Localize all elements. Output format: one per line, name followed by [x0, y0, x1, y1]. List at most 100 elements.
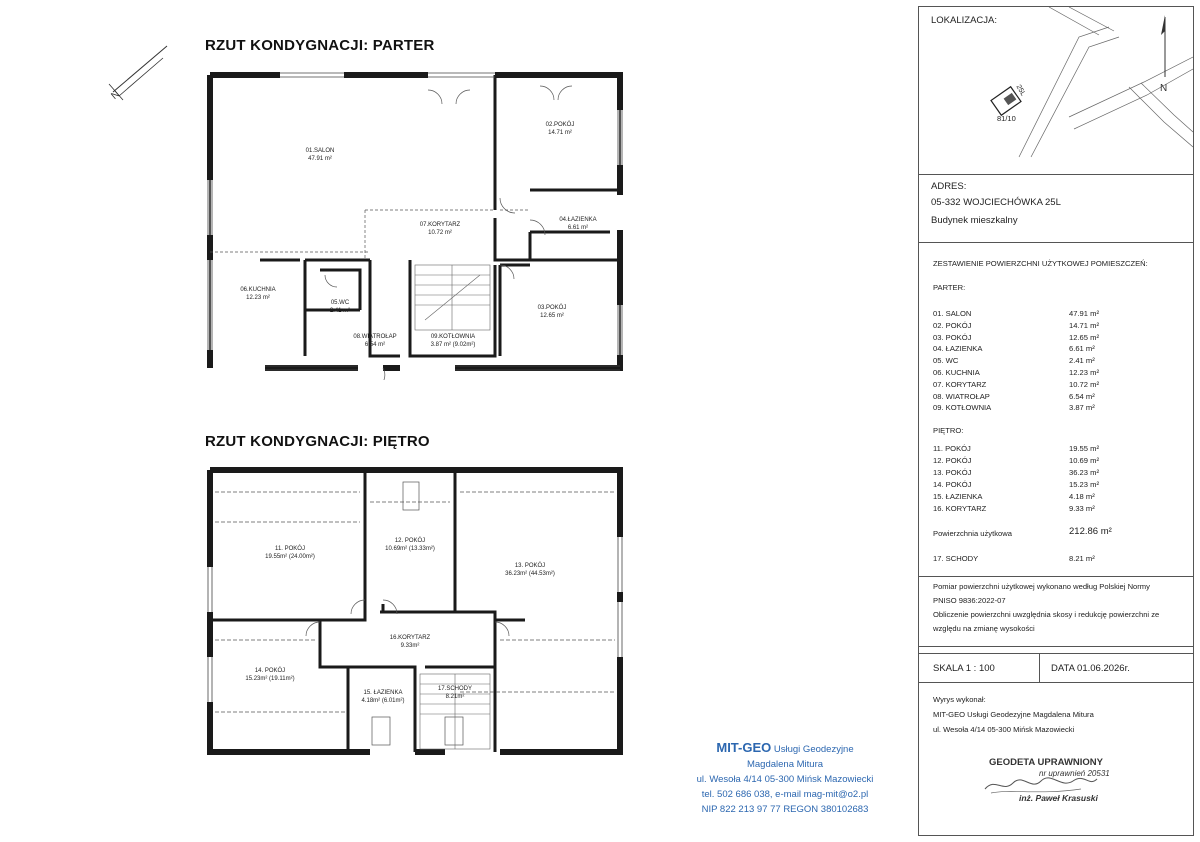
north-label: N — [109, 89, 122, 102]
summary-row-area: 4.18 m² — [1069, 492, 1095, 501]
room-area: 6.61 m² — [568, 225, 588, 231]
summary-row-area: 12.23 m² — [1069, 368, 1099, 377]
room-label: 13. POKÓJ — [515, 562, 545, 569]
summary-row-area: 15.23 m² — [1069, 480, 1099, 489]
company-contact: tel. 502 686 038, e-mail mag-mit@o2.pl — [701, 789, 869, 800]
stamp-name: inż. Paweł Krasuski — [1019, 793, 1098, 803]
summary-row-area: 3.87 m² — [1069, 403, 1095, 413]
summary-row-area: 12.65 m² — [1069, 332, 1099, 342]
summary-stairs-area: 8.21 m² — [1069, 554, 1095, 563]
summary-row-name: 01. SALON — [933, 309, 972, 318]
address-label: ADRES: — [931, 181, 967, 192]
company-brand-rest: Usługi Geodezyjne — [771, 744, 854, 755]
summary-row-area: 2.41 m² — [1069, 356, 1095, 366]
room-label: 16.KORYTARZ — [390, 635, 431, 641]
room-area: 15.23m² (19.11m²) — [245, 676, 294, 682]
summary-title: ZESTAWIENIE POWIERZCHNI UŻYTKOWEJ POMIES… — [933, 259, 1148, 268]
title-parter: RZUT KONDYGNACJI: PARTER — [205, 37, 435, 54]
room-label: 02.POKÓJ — [546, 121, 575, 128]
company-brand: MIT-GEO — [716, 740, 772, 755]
map-north-label: N — [1160, 83, 1167, 94]
room-area: 3.87 m² (9.02m²) — [431, 342, 476, 348]
note-line: PNISO 9836:2022-07 — [933, 596, 1006, 605]
summary-row-name: 09. KOTŁOWNIA — [933, 403, 992, 413]
summary-row-area: 36.23 m² — [1069, 468, 1099, 477]
room-area: 9.33m² — [401, 643, 420, 649]
summary-row-name: 12. POKÓJ — [933, 456, 972, 465]
room-area: 4.18m² (6.01m²) — [361, 698, 404, 704]
scale-text: SKALA 1 : 100 — [933, 663, 995, 674]
house-number: 25L — [1015, 84, 1027, 98]
room-label: 05.WC — [331, 300, 350, 306]
notes-section: Pomiar powierzchni użytkowej wykonano we… — [919, 577, 1193, 647]
room-label: 07.KORYTARZ — [420, 222, 461, 228]
room-label: 12. POKÓJ — [395, 537, 425, 544]
floor-plan-parter: 01.SALON 47.91 m² 02.POKÓJ 14.71 m² 03.P… — [207, 72, 623, 380]
title-block-panel: LOKALIZACJA: 81/10 25L N — [918, 6, 1194, 836]
stamp-title: GEODETA UPRAWNIONY — [989, 757, 1104, 768]
note-line: Pomiar powierzchni użytkowej wykonano we… — [933, 582, 1150, 591]
building-type: Budynek mieszkalny — [931, 215, 1018, 226]
company-ids: NIP 822 213 97 77 REGON 380102683 — [701, 804, 869, 815]
north-arrow-icon: N — [108, 45, 168, 102]
room-area: 47.91 m² — [308, 156, 332, 162]
summary-row-area: 6.61 m² — [1069, 344, 1095, 354]
summary-row-name: 07. KORYTARZ — [933, 379, 987, 389]
location-section: LOKALIZACJA: 81/10 25L N — [919, 7, 1193, 175]
summary-row-area: 9.33 m² — [1069, 504, 1095, 513]
summary-row-name: 06. KUCHNIA — [933, 368, 980, 377]
scale-date-section: SKALA 1 : 100 DATA 01.06.2026r. — [919, 653, 1193, 683]
author-address: ul. Wesoła 4/14 05-300 Mińsk Mazowiecki — [933, 725, 1075, 734]
address-section: ADRES: 05-332 WOJCIECHÓWKA 25L Budynek m… — [919, 175, 1193, 243]
summary-row-area: 10.72 m² — [1069, 379, 1099, 389]
date-text: DATA 01.06.2026r. — [1051, 663, 1130, 674]
room-label: 17.SCHODY — [438, 686, 472, 692]
summary-row-area: 14.71 m² — [1069, 320, 1099, 330]
stamp-license: nr uprawnień 20531 — [1039, 769, 1110, 778]
room-label: 14. POKÓJ — [255, 667, 285, 674]
summary-row-area: 6.54 m² — [1069, 391, 1095, 401]
title-pietro: RZUT KONDYGNACJI: PIĘTRO — [205, 433, 430, 450]
summary-parter-label: PARTER: — [933, 283, 966, 292]
summary-row-name: 14. POKÓJ — [933, 480, 972, 489]
summary-row-name: 03. POKÓJ — [933, 332, 972, 342]
summary-row-name: 05. WC — [933, 356, 959, 366]
summary-stairs-name: 17. SCHODY — [933, 554, 979, 563]
signature-icon — [984, 777, 1098, 794]
room-area: 6.54 m² — [365, 342, 385, 348]
summary-section: ZESTAWIENIE POWIERZCHNI UŻYTKOWEJ POMIES… — [919, 243, 1193, 577]
note-line: względu na zmianę wysokości — [933, 624, 1035, 633]
room-area: 19.55m² (24.00m²) — [265, 554, 315, 560]
author-label: Wyrys wykonał: — [933, 695, 986, 704]
room-label: 04.ŁAZIENKA — [559, 217, 596, 223]
company-address: ul. Wesoła 4/14 05-300 Mińsk Mazowiecki — [696, 774, 874, 785]
note-line: Obliczenie powierzchni uwzględnia skosy … — [933, 610, 1160, 619]
author-company: MIT-GEO Usługi Geodezyjne Magdalena Mitu… — [933, 710, 1094, 719]
summary-row-name: 02. POKÓJ — [933, 320, 972, 330]
summary-row-area: 19.55 m² — [1069, 444, 1099, 453]
summary-row-name: 08. WIATROŁAP — [933, 391, 990, 401]
company-block: MIT-GEO Usługi Geodezyjne Magdalena Mitu… — [660, 740, 910, 817]
summary-row-name: 13. POKÓJ — [933, 468, 972, 477]
room-label: 08.WIATROŁAP — [353, 334, 396, 340]
room-area: 10.69m² (13.33m²) — [385, 546, 435, 552]
room-area: 36.23m² (44.53m²) — [505, 571, 555, 577]
room-area: 10.72 m² — [428, 230, 452, 236]
parcel-number: 81/10 — [997, 114, 1016, 123]
summary-pietro-label: PIĘTRO: — [933, 426, 964, 435]
summary-total-value: 212.86 m² — [1069, 526, 1112, 537]
summary-row-name: 04. ŁAZIENKA — [933, 344, 983, 354]
room-area: 12.65 m² — [540, 313, 564, 319]
summary-total-label: Powierzchnia użytkowa — [933, 529, 1012, 538]
address-street: 05-332 WOJCIECHÓWKA 25L — [931, 197, 1061, 208]
summary-row-name: 16. KORYTARZ — [933, 504, 987, 513]
summary-row-area: 47.91 m² — [1069, 309, 1099, 318]
room-label: 11. POKÓJ — [275, 545, 305, 552]
room-label: 09.KOTŁOWNIA — [431, 334, 475, 340]
room-label: 01.SALON — [306, 148, 335, 154]
room-area: 12.23 m² — [246, 295, 270, 301]
location-map: 81/10 25L N — [990, 7, 1193, 158]
room-area: 2.41 m² — [330, 308, 350, 314]
summary-row-area: 10.69 m² — [1069, 456, 1099, 465]
